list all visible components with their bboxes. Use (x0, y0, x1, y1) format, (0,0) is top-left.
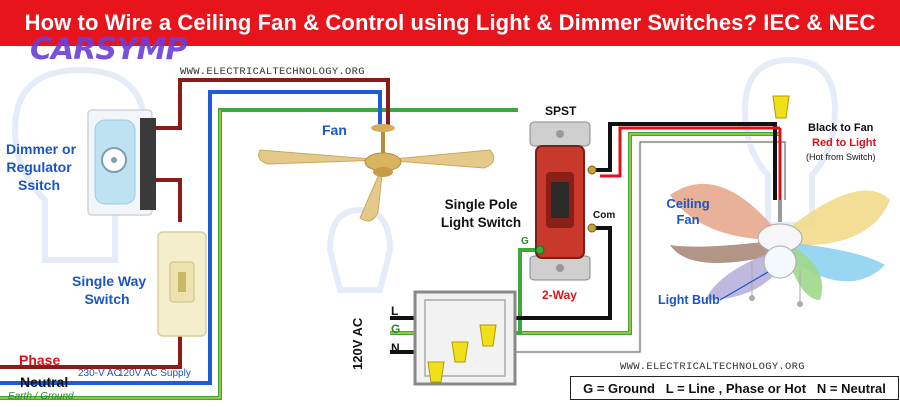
watermark-url-top: WWW.ELECTRICALTECHNOLOGY.ORG (180, 66, 365, 78)
wire-nut (427, 95, 790, 383)
watermark-url-bottom: WWW.ELECTRICALTECHNOLOGY.ORG (620, 361, 805, 373)
single-pole-switch-label: Single Pole Light Switch (440, 197, 522, 230)
com-terminal-label: Com (593, 210, 616, 221)
line-g-label: G (391, 322, 401, 336)
fan-illustration (258, 124, 495, 222)
legend-box: G = Ground L = Line , Phase or Hot N = N… (570, 376, 899, 400)
supply-230-label: 230-V AC (78, 368, 121, 379)
supply-120-label: 120V AC Supply (118, 368, 191, 379)
fan-label: Fan (322, 122, 347, 138)
red-to-light-label: Red to Light (812, 137, 877, 149)
watermark-logo: CARSYMP (30, 32, 188, 67)
junction-box (413, 290, 517, 386)
vac-label: 120V AC (350, 317, 365, 370)
black-to-fan-label: Black to Fan (808, 122, 874, 134)
label-pointer (719, 271, 769, 301)
neutral-label: Neutral (20, 374, 69, 390)
phase-label: Phase (19, 352, 61, 368)
light-bulb-label: Light Bulb (658, 293, 720, 307)
legend-text: G = Ground L = Line , Phase or Hot N = N… (583, 380, 886, 396)
spst-switch (529, 121, 597, 281)
single-way-switch-label: Single Way Switch (72, 273, 147, 307)
diagram-title: How to Wire a Ceiling Fan & Control usin… (24, 10, 876, 35)
hot-from-switch-label: (Hot from Switch) (806, 152, 876, 162)
ceiling-fan-label: Ceiling Fan (666, 196, 710, 227)
dimmer-label: Dimmer or Regulator Ssitch (6, 141, 77, 193)
earth-label: Earth / Ground (8, 391, 74, 402)
ceiling-fan-illustration (670, 183, 890, 307)
single-way-switch (157, 231, 207, 337)
line-l-label: L (391, 304, 399, 318)
dimmer-switch (87, 109, 156, 216)
spst-label: SPST (545, 104, 577, 118)
line-n-label: N (391, 341, 400, 355)
g-terminal-label: G (521, 236, 529, 247)
title-banner: How to Wire a Ceiling Fan & Control usin… (0, 0, 900, 46)
two-way-label: 2-Way (542, 288, 577, 302)
